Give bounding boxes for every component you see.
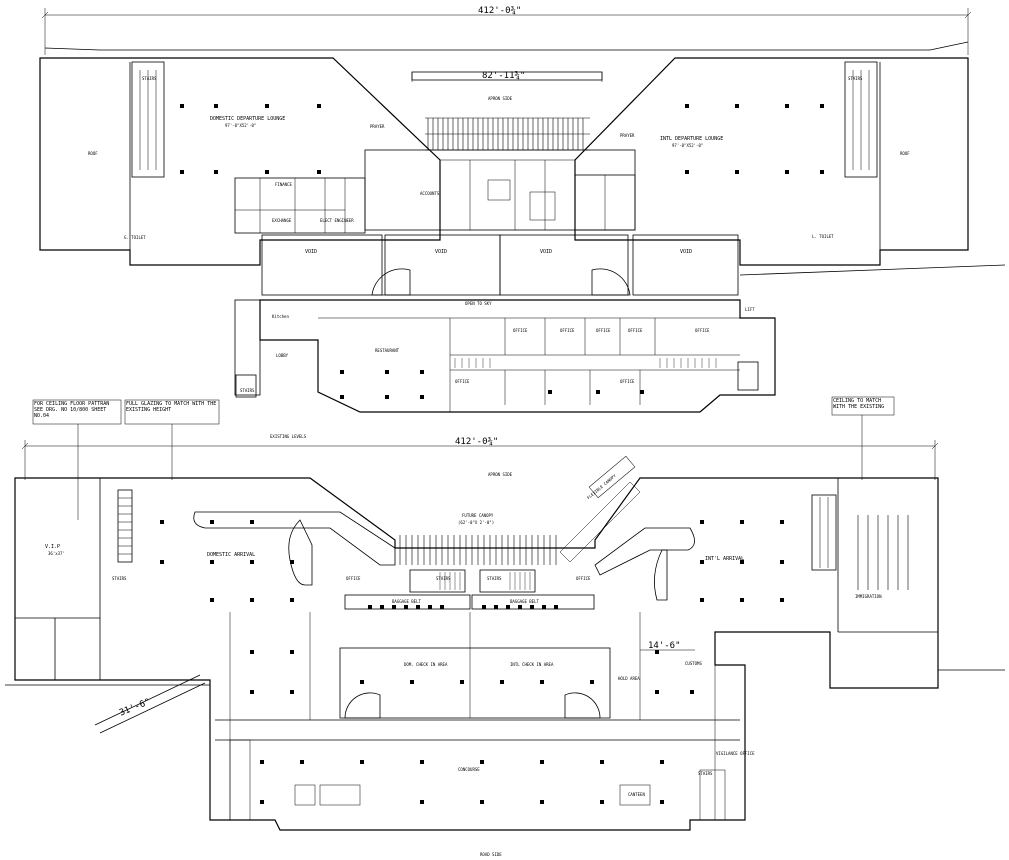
apron-glazing-hatch: [425, 117, 590, 151]
exchange-label: EXCHANGE: [272, 218, 292, 223]
concourse-label: CONCOURSE: [458, 767, 480, 772]
dom-departure-size: 97'-0"X52'-0": [225, 123, 256, 128]
finance-label: FINANCE: [275, 182, 292, 187]
plan-notes: FOR CEILING FLOOR PATTRAN SEE DRG. NO 10…: [32, 396, 895, 520]
stairs-r-label: STAIRS: [698, 771, 713, 776]
office4-label: OFFICE: [628, 328, 643, 333]
ceiling-match-note: CEILING TO MATCH WITH THE EXISTING: [833, 398, 885, 410]
road-side-label: ROAD SIDE: [480, 852, 502, 857]
office-left-label: OFFICE: [346, 576, 361, 581]
lower-stair-left: [117, 489, 133, 563]
future-canopy-label: FUTURE CANOPY: [462, 513, 494, 518]
immigration-counters: [857, 515, 909, 590]
open-to-sky-label: OPEN TO SKY: [465, 301, 492, 306]
intl-checkin-label: INTL CHECK IN AREA: [510, 662, 554, 667]
flexible-canopy-label: FLEXIBLE CANOPY: [586, 473, 617, 500]
canteen-label: CANTEEN: [628, 792, 645, 797]
upper-apron-label: APRON SIDE: [488, 96, 513, 101]
baggage-belt-right-label: BAGGAGE BELT: [510, 599, 539, 604]
corridor-ramp-hatch: [454, 358, 717, 368]
upper-columns: [180, 104, 824, 399]
upper-stair-left: [131, 61, 165, 178]
void1-label: VOID: [305, 249, 317, 255]
vip-label: V.I.P: [45, 544, 60, 550]
ceiling-floor-note-box: [32, 399, 122, 425]
intl-departure-size: 97'-0"X52'-0": [672, 143, 703, 148]
stairs-c2-label: STAIRS: [487, 576, 502, 581]
immigration-label: IMMIGRATION: [855, 594, 882, 599]
full-glazing-note: FULL GLAZING TO MATCH WITH THE EXISTING …: [126, 401, 217, 413]
intl-departure-label: INTL DEPARTURE LOUNGE: [660, 136, 723, 142]
upper-floor-plan: 412'-0¾": [39, 6, 1006, 413]
upper-center-dim-text: 82'-11¾": [482, 71, 525, 81]
ceiling-match-note-box: [831, 396, 895, 416]
lower-floor-plan: 412'-0¾": [5, 437, 1005, 857]
stairs-left-label: STAIRS: [142, 76, 157, 81]
kitchen-label: Kitchen: [272, 314, 289, 319]
lobby-label: LOBBY: [276, 353, 289, 358]
stairs-bottom-label: STAIRS: [240, 388, 255, 393]
customs-label: CUSTOMS: [685, 661, 702, 666]
existing-level-note: EXISTING LEVELS: [270, 434, 307, 439]
side-dim-text: 14'-6": [648, 641, 681, 651]
right-canopy: [594, 527, 695, 576]
stairs-l-label: STAIRS: [112, 576, 127, 581]
office5-label: OFFICE: [695, 328, 710, 333]
upper-overall-dim-text: 412'-0¾": [478, 6, 521, 16]
lower-apron-glazing: [399, 535, 557, 565]
vip-size: 36'x37': [48, 551, 65, 556]
upper-overall-dimension: 412'-0¾": [41, 6, 972, 55]
upper-stair-right: [844, 61, 878, 178]
stairs-right-label: STAIRS: [848, 76, 863, 81]
stairs-c1-label: STAIRS: [436, 576, 451, 581]
lower-overall-dim-text: 412'-0¾": [455, 437, 498, 447]
dom-arrival-label: DOMESTIC ARRIVAL: [207, 552, 255, 558]
lower-stair-right: [811, 494, 837, 571]
roof-left-label: ROOF: [88, 151, 98, 156]
hold-area-label: HOLD AREA: [618, 676, 640, 681]
elect-engineer-label: ELECT ENGINEER: [320, 218, 354, 223]
vigilance-label: VIGILANCE OFFICE: [716, 751, 755, 756]
upper-void-row: VOID VOID VOID VOID: [261, 234, 739, 296]
lower-columns: [160, 520, 784, 804]
lower-overall-dimension: 412'-0¾": [21, 437, 939, 480]
office1-label: OFFICE: [513, 328, 528, 333]
baggage-belt-left-label: BAGGAGE BELT: [392, 599, 421, 604]
restaurant-label: RESTAURANT: [375, 348, 400, 353]
office-right-label: OFFICE: [576, 576, 591, 581]
office7-label: OFFICE: [620, 379, 635, 384]
slope-dim-text: 31'-6": [118, 697, 152, 718]
lower-apron-label: APRON SIDE: [488, 472, 513, 477]
ceiling-floor-note: FOR CEILING FLOOR PATTRAN SEE DRG. NO 10…: [34, 401, 110, 419]
roof-right-label: ROOF: [900, 151, 910, 156]
prayer-left-label: PRAYER: [370, 124, 385, 129]
void2-label: VOID: [435, 249, 447, 255]
office2-label: OFFICE: [560, 328, 575, 333]
lift-label: LIFT: [745, 307, 755, 312]
prayer-right-label: PRAYER: [620, 133, 635, 138]
toilet-right-label: L. TOILET: [812, 234, 834, 239]
dom-departure-label: DOMESTIC DEPARTURE LOUNGE: [210, 116, 285, 122]
future-canopy-size: (62'-0"X 2'-0"): [458, 520, 494, 525]
accounts-label: ACCOUNTS: [420, 191, 440, 196]
toilet-left-label: G. TOILET: [124, 235, 146, 240]
office3-label: OFFICE: [596, 328, 611, 333]
left-canopy: [193, 511, 396, 566]
void3-label: VOID: [540, 249, 552, 255]
office6-label: OFFICE: [455, 379, 470, 384]
dom-checkin-label: DOM. CHECK IN AREA: [404, 662, 448, 667]
intl-arrival-label: INT'L ARRIVAL: [705, 556, 744, 562]
void4-label: VOID: [680, 249, 692, 255]
